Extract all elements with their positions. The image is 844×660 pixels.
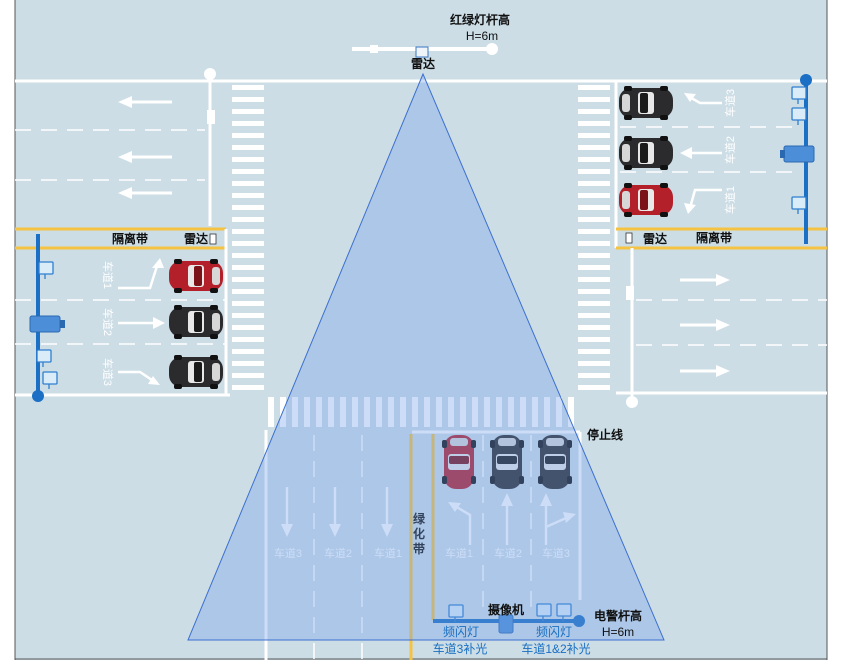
top-pole-title: 红绿灯杆高 — [450, 12, 510, 27]
bottom-right-lane-2-label: 车道2 — [494, 546, 522, 560]
green-belt-char-3: 带 — [413, 541, 425, 556]
left-lane-1-label: 车道1 — [101, 261, 115, 289]
right-radar-label: 雷达 — [643, 231, 667, 246]
green-belt-char-2: 化 — [413, 526, 425, 541]
right-lane-1-label: 车道1 — [723, 186, 737, 214]
radar-coverage-cone — [187, 72, 665, 641]
bottom-left-lane-3-label: 车道3 — [274, 546, 302, 560]
left-radar-label: 雷达 — [184, 231, 208, 246]
pole-title-label: 电警杆高 — [594, 608, 642, 623]
top-pole-height: H=6m — [466, 29, 498, 43]
pole-height-label: H=6m — [602, 625, 634, 639]
stop-line-label: 停止线 — [587, 427, 623, 442]
left-lane-3-label: 车道3 — [101, 358, 115, 386]
bottom-right-lane-1-label: 车道1 — [445, 546, 473, 560]
camera-label: 摄像机 — [488, 602, 524, 617]
flash-lamp-right-label: 频闪灯 — [536, 625, 572, 639]
right-crosswalk — [578, 85, 610, 390]
bottom-left-lane-1-label: 车道1 — [374, 546, 402, 560]
bottom-right-lane-3-label: 车道3 — [542, 546, 570, 560]
left-crosswalk — [232, 85, 264, 390]
right-lane-2-label: 车道2 — [723, 136, 737, 164]
right-lane-3-label: 车道3 — [723, 89, 737, 117]
top-signal-pole — [352, 43, 498, 58]
green-belt-char-1: 绿 — [413, 511, 426, 526]
fill-light-lane3-label: 车道3补光 — [433, 641, 488, 656]
right-approach — [614, 74, 827, 408]
fill-light-lane12-label: 车道1&2补光 — [521, 641, 590, 656]
left-lane-2-label: 车道2 — [101, 308, 115, 336]
flash-lamp-left-label: 频闪灯 — [443, 625, 479, 639]
road-surface — [15, 0, 827, 660]
right-median-label: 隔离带 — [696, 230, 732, 245]
bottom-left-lane-2-label: 车道2 — [324, 546, 352, 560]
left-approach — [15, 68, 230, 402]
left-median-label: 隔离带 — [112, 231, 148, 246]
top-radar-label: 雷达 — [411, 56, 435, 71]
